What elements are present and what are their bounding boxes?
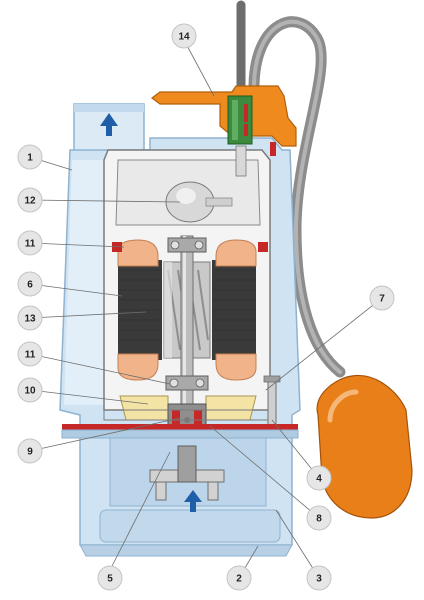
inlet-arrow-icon xyxy=(184,490,202,512)
callout-badge-8: 8 xyxy=(306,505,332,531)
callout-badge-12: 12 xyxy=(17,187,43,213)
callout-badge-13: 13 xyxy=(17,305,43,331)
callout-label: 11 xyxy=(25,350,36,361)
callout-badge-7: 7 xyxy=(369,285,395,311)
callout-badge-11: 11 xyxy=(17,341,43,367)
callout-label: 9 xyxy=(27,447,33,458)
callout-badge-11: 11 xyxy=(17,230,43,256)
control-box-handle xyxy=(151,85,297,177)
callout-badge-14: 14 xyxy=(171,23,197,49)
callout-badge-4: 4 xyxy=(306,465,332,491)
callout-label: 3 xyxy=(316,574,322,585)
lower-bearing xyxy=(165,375,209,391)
callout-label: 12 xyxy=(24,196,36,207)
callout-label: 1 xyxy=(27,153,33,164)
discharge-arrow-icon xyxy=(100,113,118,136)
callout-badge-5: 5 xyxy=(97,565,123,591)
callout-badge-6: 6 xyxy=(17,271,43,297)
callout-badge-3: 3 xyxy=(306,565,332,591)
callout-label: 14 xyxy=(178,32,190,43)
callout-label: 10 xyxy=(24,386,36,397)
callout-label: 2 xyxy=(236,574,242,585)
impeller xyxy=(149,417,225,501)
callout-label: 13 xyxy=(24,314,36,325)
callout-badge-2: 2 xyxy=(226,565,252,591)
callout-label: 8 xyxy=(316,514,322,525)
stator-windings xyxy=(117,239,257,381)
callout-badge-9: 9 xyxy=(17,438,43,464)
capacitor xyxy=(165,181,233,223)
callout-badge-1: 1 xyxy=(17,144,43,170)
float-switch xyxy=(316,374,413,519)
callout-label: 5 xyxy=(107,574,113,585)
stator xyxy=(118,260,256,360)
callout-label: 6 xyxy=(27,280,33,291)
callout-label: 7 xyxy=(379,294,385,305)
callout-label: 11 xyxy=(25,239,36,250)
callout-label: 4 xyxy=(316,474,322,485)
callout-badge-10: 10 xyxy=(17,377,43,403)
